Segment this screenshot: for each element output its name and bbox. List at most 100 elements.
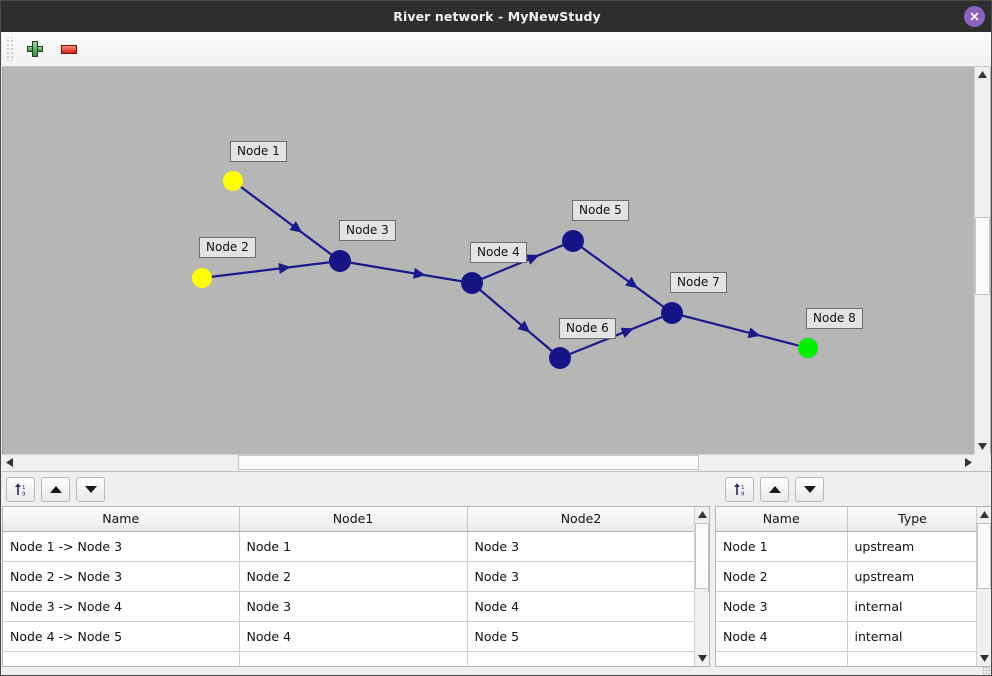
table-cell[interactable]: Node 4 xyxy=(467,591,696,622)
edge-arrow-icon xyxy=(289,221,303,233)
column-header-name[interactable]: Name xyxy=(3,507,240,532)
node-sort-button[interactable]: 1 9 xyxy=(725,476,754,502)
graph-node-node-6[interactable] xyxy=(549,347,571,369)
table-row[interactable] xyxy=(3,651,696,666)
table-cell[interactable]: internal xyxy=(847,591,979,622)
scroll-right-arrow[interactable] xyxy=(961,455,976,470)
close-button[interactable] xyxy=(964,6,985,27)
graph-node-node-7[interactable] xyxy=(661,302,683,324)
node-label-node-1[interactable]: Node 1 xyxy=(230,141,287,162)
table-cell[interactable]: Node 2 xyxy=(239,561,468,592)
graph-edge[interactable] xyxy=(681,314,800,347)
node-label-node-3[interactable]: Node 3 xyxy=(339,220,396,241)
graph-edge[interactable] xyxy=(580,245,665,309)
node-label-node-6[interactable]: Node 6 xyxy=(559,318,616,339)
edge-arrow-icon xyxy=(413,267,426,279)
table-cell[interactable]: Node 4 xyxy=(239,621,468,652)
table-cell[interactable]: Node 4 -> Node 5 xyxy=(3,621,240,652)
canvas-vertical-scrollbar[interactable] xyxy=(974,67,990,454)
table-cell[interactable]: Node 5 xyxy=(467,621,696,652)
graph-edge[interactable] xyxy=(210,261,331,278)
table-cell[interactable]: Node 1 xyxy=(239,531,468,562)
table-cell[interactable] xyxy=(239,651,468,666)
triangle-up-icon xyxy=(698,511,707,518)
table-cell[interactable]: Node 3 xyxy=(467,561,696,592)
reach-scroll-up-arrow[interactable] xyxy=(695,507,709,522)
reach-sort-button[interactable]: 1 9 xyxy=(6,476,35,502)
canvas-vscroll-thumb[interactable] xyxy=(975,217,990,295)
table-cell[interactable]: upstream xyxy=(847,531,979,562)
node-move-up-button[interactable] xyxy=(760,476,789,502)
table-row[interactable] xyxy=(716,651,979,666)
table-cell[interactable]: Node 4 xyxy=(716,621,848,652)
node-scroll-down-arrow[interactable] xyxy=(977,651,991,666)
table-cell[interactable]: Node 2 xyxy=(716,561,848,592)
node-table-vertical-scrollbar[interactable] xyxy=(976,507,991,666)
graph-node-node-3[interactable] xyxy=(329,250,351,272)
scroll-up-arrow[interactable] xyxy=(975,67,990,82)
table-cell[interactable]: Node 3 xyxy=(716,591,848,622)
graph-node-node-8[interactable] xyxy=(798,338,818,358)
table-cell[interactable]: internal xyxy=(847,621,979,652)
graph-edge[interactable] xyxy=(239,185,333,256)
node-label-node-5[interactable]: Node 5 xyxy=(572,200,629,221)
node-label-node-8[interactable]: Node 8 xyxy=(806,308,863,329)
graph-node-node-2[interactable] xyxy=(192,268,212,288)
table-cell[interactable]: upstream xyxy=(847,561,979,592)
network-graph[interactable] xyxy=(3,67,977,454)
river-network-canvas[interactable]: Node 1 Node 2 Node 3 Node 4 Node 5 Node 6 Node… xyxy=(2,67,991,454)
table-cell[interactable]: Node 3 xyxy=(467,531,696,562)
graph-edge[interactable] xyxy=(568,315,664,356)
delete-node-button[interactable] xyxy=(54,34,84,64)
add-node-button[interactable] xyxy=(20,34,50,64)
node-label-node-7[interactable]: Node 7 xyxy=(670,272,727,293)
scroll-down-arrow[interactable] xyxy=(975,439,990,454)
toolbar-grip[interactable] xyxy=(5,37,14,61)
canvas-horizontal-scrollbar[interactable] xyxy=(2,454,976,470)
canvas-hscroll-thumb[interactable] xyxy=(238,455,699,470)
graph-edge[interactable] xyxy=(478,288,554,353)
table-cell[interactable]: Node 1 xyxy=(716,531,848,562)
node-vscroll-thumb[interactable] xyxy=(977,523,991,589)
column-header-node1[interactable]: Node1 xyxy=(239,507,468,532)
table-cell[interactable] xyxy=(467,651,696,666)
graph-edge[interactable] xyxy=(349,261,463,283)
column-header-node2[interactable]: Node2 xyxy=(467,507,696,532)
table-cell[interactable] xyxy=(716,651,848,666)
table-cell[interactable] xyxy=(847,651,979,666)
node-move-down-button[interactable] xyxy=(795,476,824,502)
graph-node-node-1[interactable] xyxy=(223,171,243,191)
graph-node-node-4[interactable] xyxy=(461,272,483,294)
node-scroll-up-arrow[interactable] xyxy=(977,507,991,522)
vertical-splitter[interactable] xyxy=(707,552,712,592)
resize-grip[interactable] xyxy=(982,666,990,674)
graph-node-node-5[interactable] xyxy=(562,230,584,252)
reach-move-up-button[interactable] xyxy=(41,476,70,502)
triangle-up-icon xyxy=(980,511,989,518)
table-cell[interactable]: Node 3 -> Node 4 xyxy=(3,591,240,622)
reach-move-down-button[interactable] xyxy=(76,476,105,502)
column-header-type[interactable]: Type xyxy=(847,507,979,532)
table-cell[interactable]: Node 3 xyxy=(239,591,468,622)
table-cell[interactable] xyxy=(3,651,240,666)
scroll-left-arrow[interactable] xyxy=(2,455,17,470)
node-label-node-4[interactable]: Node 4 xyxy=(470,242,527,263)
table-cell[interactable]: Node 2 -> Node 3 xyxy=(3,561,240,592)
node-label-node-2[interactable]: Node 2 xyxy=(199,237,256,258)
table-cell[interactable]: Node 1 -> Node 3 xyxy=(3,531,240,562)
reach-scroll-down-arrow[interactable] xyxy=(695,651,709,666)
column-header-name[interactable]: Name xyxy=(716,507,848,532)
reach-table-vertical-scrollbar[interactable] xyxy=(694,507,709,666)
